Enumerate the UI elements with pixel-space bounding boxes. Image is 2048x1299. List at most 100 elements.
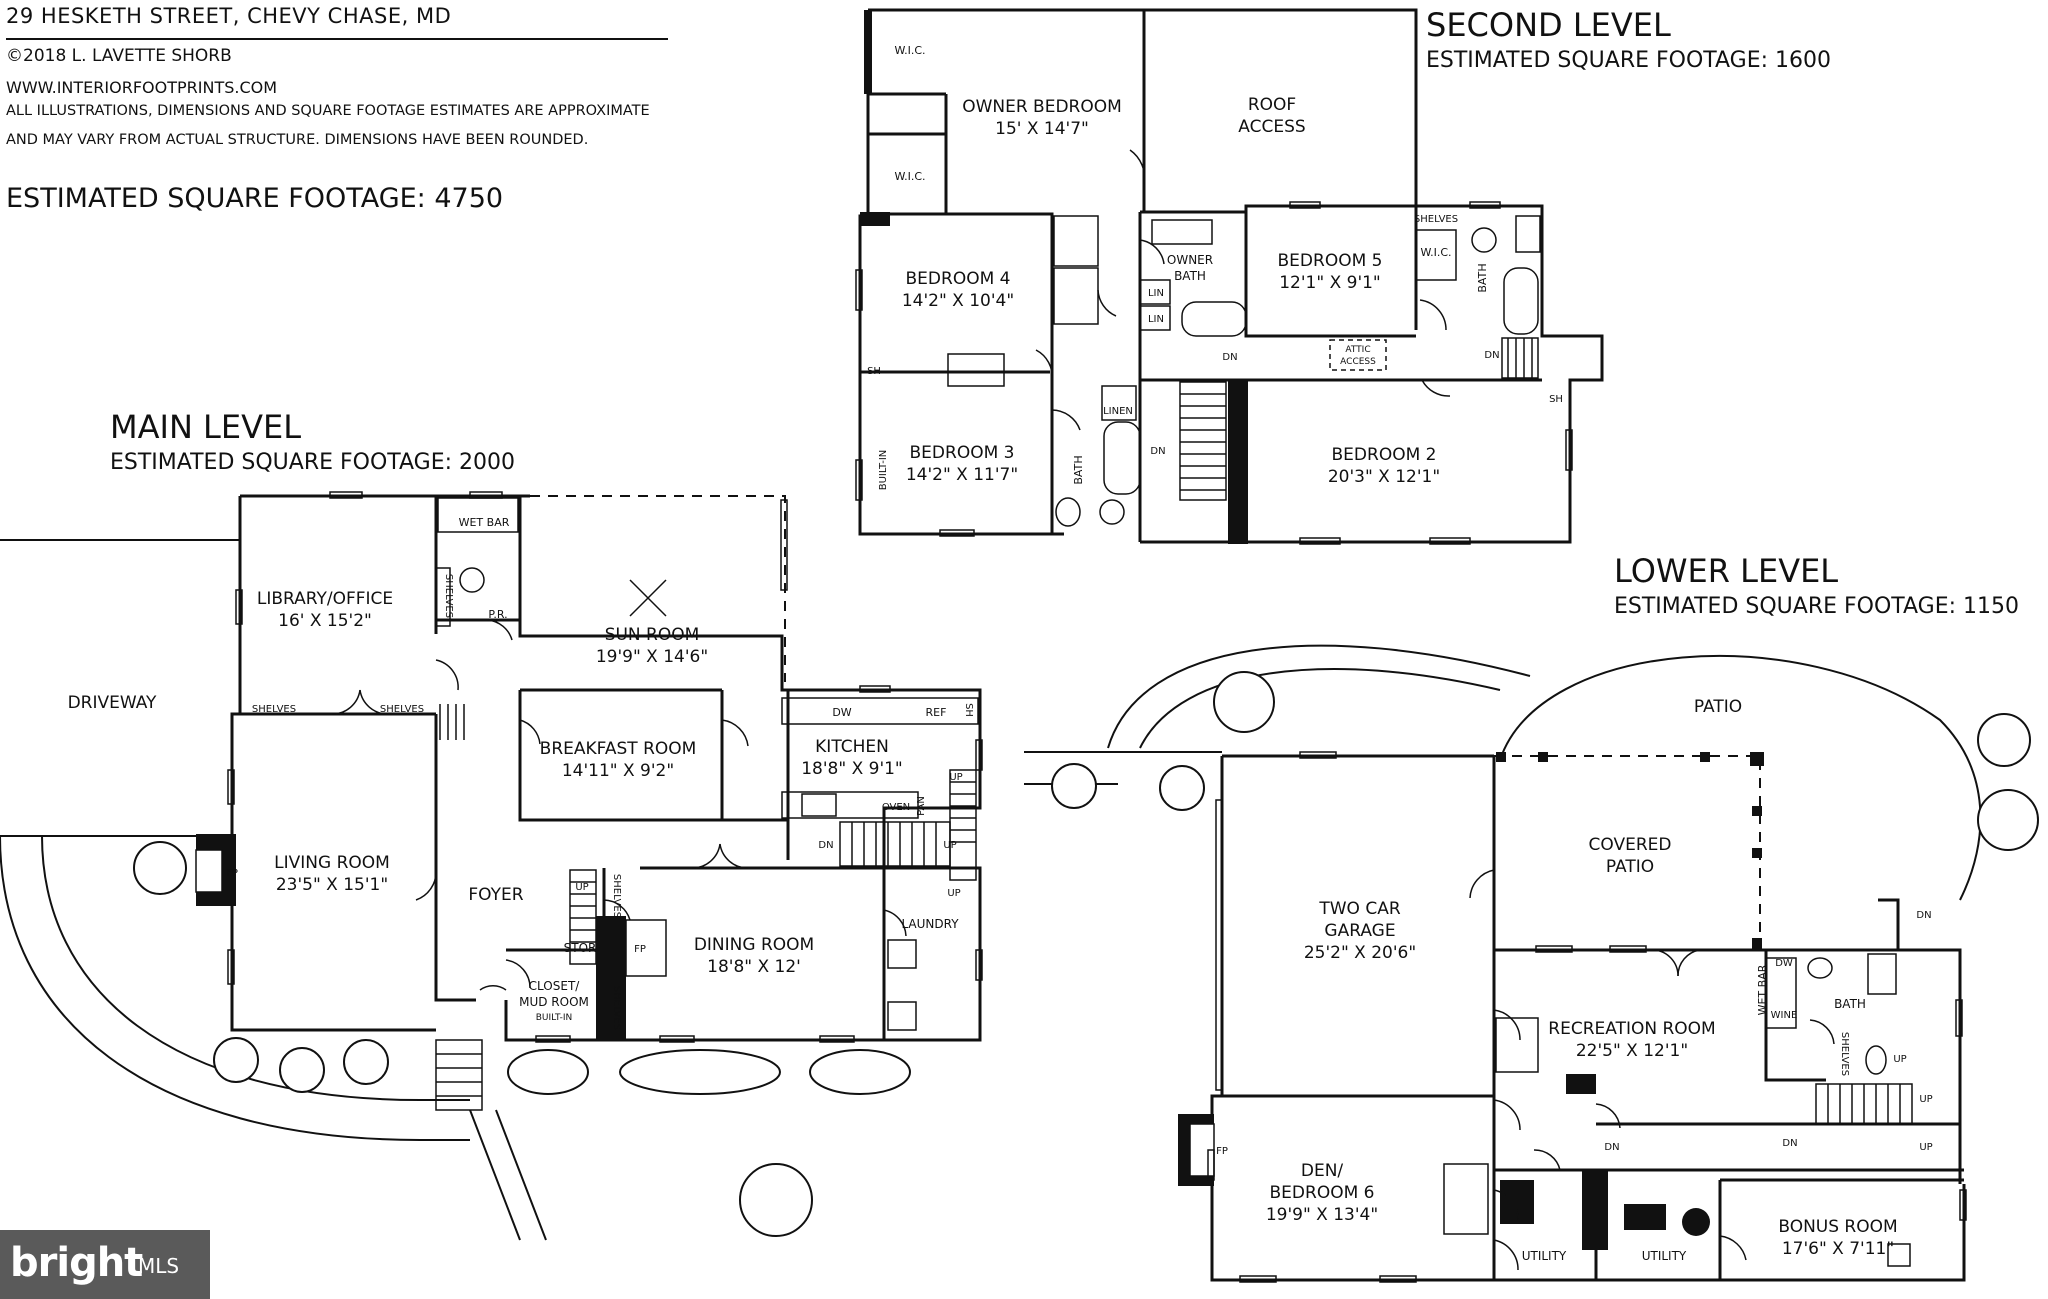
patio-curve (1139, 668, 1501, 749)
attic-access-label-1: ATTIC (1345, 345, 1370, 355)
breakfast-room-dimensions: 14'11" X 9'2" (562, 761, 674, 781)
lower-level-stairs (1443, 1017, 1913, 1235)
wic-label: W.I.C. (894, 44, 925, 57)
foyer-label: FOYER (468, 885, 523, 905)
shelves-label: SHELVES (611, 874, 622, 918)
owner-bath-label-1: OWNER (1167, 253, 1213, 267)
hedge-icon (809, 1049, 911, 1095)
stair-treads (570, 881, 596, 943)
closet (1053, 215, 1099, 267)
bathtub (1181, 301, 1247, 337)
main-level-sqft: ESTIMATED SQUARE FOOTAGE: 2000 (110, 450, 516, 475)
total-square-footage: ESTIMATED SQUARE FOOTAGE: 4750 (6, 183, 504, 214)
fireplace-label: FP (226, 868, 238, 879)
owner-bedroom-label: OWNER BEDROOM (962, 97, 1122, 117)
pantry-label: PAN (916, 796, 927, 816)
bedroom4-dimensions: 14'2" X 10'4" (902, 291, 1014, 311)
wic-label: W.I.C. (1420, 246, 1451, 259)
ceiling-fan-icon (629, 579, 667, 617)
bedroom5-dimensions: 12'1" X 9'1" (1279, 273, 1381, 293)
covered-patio-label-2: PATIO (1606, 857, 1654, 877)
toilet (1471, 227, 1497, 253)
stair-run (949, 769, 977, 881)
shelf-label: SH (963, 703, 974, 717)
storage-label: STOR (564, 941, 597, 955)
stair-run (1501, 337, 1539, 379)
sun-room-west-wall (518, 496, 780, 638)
up-label: UP (1893, 1054, 1906, 1065)
lower-level-windows (1207, 751, 1967, 1283)
bedroom4-label: BEDROOM 4 (906, 269, 1011, 289)
den-dimensions: 19'9" X 13'4" (1266, 1205, 1378, 1225)
main-level-stairs (439, 704, 977, 965)
recreation-room-dimensions: 22'5" X 12'1" (1576, 1041, 1688, 1061)
closet (947, 353, 1005, 387)
stair-run (569, 869, 597, 965)
attic-access-label-2: ACCESS (1340, 357, 1376, 367)
shelves-label: SHELVES (443, 574, 454, 618)
walkway-path (469, 1109, 547, 1241)
property-address: 29 HESKETH STREET, CHEVY CHASE, MD (6, 4, 452, 28)
covered-patio-label-1: COVERED (1589, 835, 1672, 855)
up-label: UP (1919, 1094, 1932, 1105)
up-label: UP (575, 882, 588, 893)
website-text: WWW.INTERIORFOOTPRINTS.COM (6, 78, 278, 97)
linen-label: LINEN (1103, 406, 1133, 417)
lower-level-title: LOWER LEVEL (1614, 552, 1839, 590)
dining-room-label: DINING ROOM (694, 935, 814, 955)
main-level-doors (331, 619, 907, 991)
living-fireplace-hearth (195, 849, 223, 893)
bright-mls-watermark: bright MLS (0, 1230, 210, 1299)
second-level-windows (855, 201, 1573, 545)
shelf-label: SH (867, 366, 881, 377)
copyright-text: ©2018 L. LAVETTE SHORB (6, 46, 232, 66)
closet-label-1: CLOSET/ (529, 979, 581, 993)
stair-treads (1827, 1084, 1901, 1124)
bedroom5-west-wall (1244, 212, 1416, 338)
refrigerator-label: REF (926, 706, 947, 719)
stair-closet (1443, 1163, 1489, 1235)
dishwasher-label: DW (832, 706, 851, 719)
shrub-icon (1051, 763, 1097, 809)
second-level-wall-solid (864, 10, 872, 94)
second-level-roof-outline (868, 8, 1418, 206)
bathtub (1503, 267, 1539, 335)
lower-level-doors (1469, 869, 1835, 1271)
roof-access-label-1: ROOF (1248, 95, 1296, 115)
down-label: DN (818, 840, 833, 851)
shrub-icon (343, 1039, 389, 1085)
up-label: UP (947, 888, 960, 899)
kitchen-exterior (690, 634, 982, 868)
curved-walkway (0, 835, 470, 1141)
laundry-label: LAUNDRY (901, 917, 959, 931)
shelves-label: SHELVES (252, 704, 296, 715)
utility-equipment (1582, 1170, 1608, 1250)
post (1700, 752, 1710, 762)
utility-equipment (1566, 1074, 1596, 1094)
recreation-room-label: RECREATION ROOM (1548, 1019, 1715, 1039)
recreation-walls (1494, 948, 1962, 1184)
post (1496, 752, 1506, 762)
driveway-label: DRIVEWAY (68, 693, 157, 713)
main-level-windows (227, 491, 983, 1043)
address-underline (6, 38, 668, 40)
shelves-label: SHELVES (380, 704, 424, 715)
disclaimer-line-2: AND MAY VARY FROM ACTUAL STRUCTURE. DIME… (6, 132, 589, 148)
hedge-icon (507, 1049, 589, 1095)
main-level-title: MAIN LEVEL (110, 408, 302, 446)
shelves-label: SHELVES (1414, 214, 1458, 225)
kitchen-counter (781, 791, 919, 819)
built-in-label: BUILT-IN (878, 450, 889, 491)
fireplace-label: FP (1216, 1146, 1228, 1157)
bedroom2-dimensions: 20'3" X 12'1" (1328, 467, 1440, 487)
bedroom3-label: BEDROOM 3 (910, 443, 1015, 463)
fireplace-label: FP (634, 944, 646, 955)
powder-room-label: P.R. (488, 608, 507, 621)
watermark-brand: bright (10, 1240, 143, 1286)
dining-fireplace-chimney (596, 916, 626, 1040)
bedroom2-label: BEDROOM 2 (1332, 445, 1437, 465)
post (1752, 806, 1762, 816)
dryer (887, 939, 917, 969)
second-level-wall-solid (1228, 380, 1248, 544)
